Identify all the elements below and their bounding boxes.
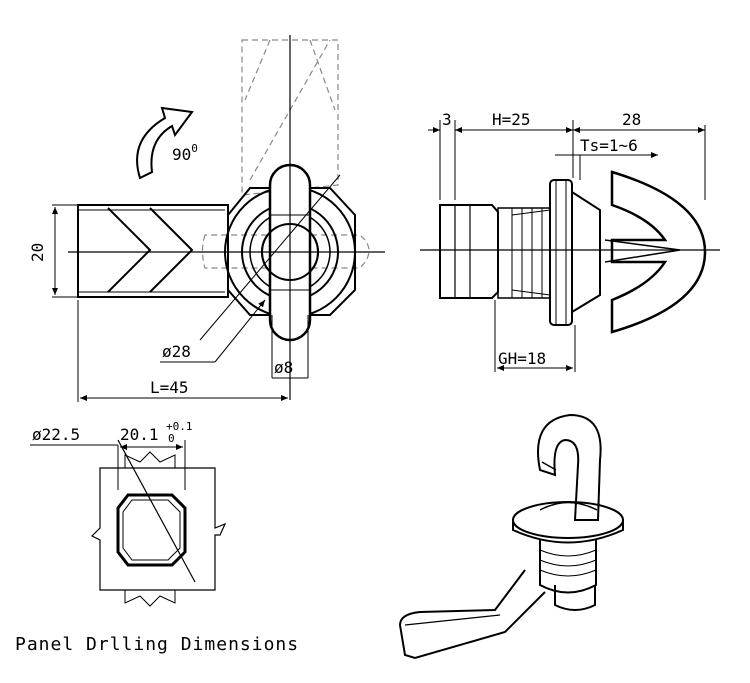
isometric-view [398, 413, 624, 660]
front-view [52, 35, 385, 402]
dim-28-label: 28 [622, 110, 641, 129]
flange [549, 179, 573, 326]
dim-ts-label: Ts=1~6 [580, 136, 638, 155]
side-body [439, 204, 499, 299]
side-handle [610, 170, 707, 334]
iso-handle [537, 413, 602, 521]
rotation-label: 900 [172, 142, 198, 164]
rotation-arrow [136, 106, 194, 180]
drill-hole [116, 493, 187, 567]
iso-cam [398, 569, 546, 660]
panel-drilling-view [30, 439, 227, 607]
side-view [420, 120, 720, 372]
caption: Panel Drlling Dimensions [15, 634, 300, 655]
dim-gh-label: GH=18 [498, 349, 546, 368]
dim-3-label: 3 [442, 110, 452, 129]
dim-20-label: 20 [28, 243, 47, 262]
cam-body [77, 204, 229, 298]
dim-dia8-label: ø8 [274, 358, 293, 377]
tolerance-zero: 0 [168, 432, 175, 445]
dim-length-label: L=45 [150, 378, 189, 397]
rotated-handle-outline [241, 39, 339, 196]
dim-20-1-label: 20.1 [120, 425, 159, 444]
tolerance-plus: +0.1 [166, 420, 193, 433]
panel-outline [90, 467, 227, 591]
dim-dia22-label: ø22.5 [32, 425, 80, 444]
dim-dia28-label: ø28 [162, 342, 191, 361]
iso-flange [512, 501, 624, 539]
dim-h-label: H=25 [492, 110, 531, 129]
